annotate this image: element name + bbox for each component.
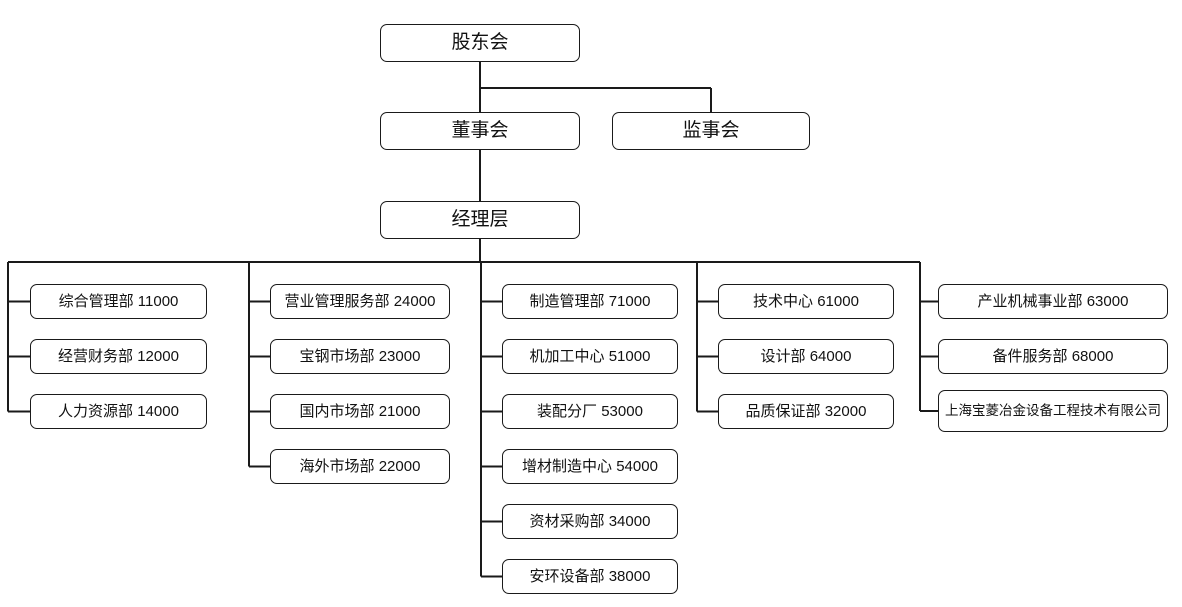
node-department-col-sales-2[interactable]: 国内市场部 21000 <box>270 394 450 429</box>
node-department-col-business-2[interactable]: 上海宝菱冶金设备工程技术有限公司 <box>938 390 1168 432</box>
node-label: 监事会 <box>682 119 740 141</box>
node-label: 资材采购部 34000 <box>529 512 651 530</box>
node-department-col-admin-1[interactable]: 经营财务部 12000 <box>30 339 207 374</box>
node-label: 机加工中心 51000 <box>529 347 651 365</box>
node-department-col-technology-1[interactable]: 设计部 64000 <box>718 339 894 374</box>
node-supervisors[interactable]: 监事会 <box>612 112 810 150</box>
node-label: 海外市场部 22000 <box>299 457 421 475</box>
node-label: 经营财务部 12000 <box>58 347 179 365</box>
node-department-col-sales-1[interactable]: 宝钢市场部 23000 <box>270 339 450 374</box>
node-label: 宝钢市场部 23000 <box>299 347 421 365</box>
node-label: 营业管理服务部 24000 <box>284 292 436 310</box>
node-label: 品质保证部 32000 <box>745 402 867 420</box>
node-label: 人力资源部 14000 <box>58 402 179 420</box>
node-label: 综合管理部 11000 <box>58 292 179 310</box>
node-department-col-manufacturing-5[interactable]: 安环设备部 38000 <box>502 559 678 594</box>
node-label: 装配分厂 53000 <box>537 402 643 420</box>
node-label: 备件服务部 68000 <box>992 347 1114 365</box>
node-department-col-manufacturing-1[interactable]: 机加工中心 51000 <box>502 339 678 374</box>
node-label: 设计部 64000 <box>760 347 852 365</box>
node-label: 技术中心 61000 <box>753 292 859 310</box>
node-department-col-sales-3[interactable]: 海外市场部 22000 <box>270 449 450 484</box>
node-label: 上海宝菱冶金设备工程技术有限公司 <box>945 402 1161 418</box>
node-label: 国内市场部 21000 <box>299 402 421 420</box>
node-board[interactable]: 董事会 <box>380 112 580 150</box>
node-label: 股东会 <box>451 31 509 53</box>
node-department-col-business-1[interactable]: 备件服务部 68000 <box>938 339 1168 374</box>
node-department-col-admin-2[interactable]: 人力资源部 14000 <box>30 394 207 429</box>
node-shareholders[interactable]: 股东会 <box>380 24 580 62</box>
node-department-col-manufacturing-0[interactable]: 制造管理部 71000 <box>502 284 678 319</box>
node-department-col-manufacturing-4[interactable]: 资材采购部 34000 <box>502 504 678 539</box>
node-department-col-manufacturing-3[interactable]: 增材制造中心 54000 <box>502 449 678 484</box>
node-department-col-manufacturing-2[interactable]: 装配分厂 53000 <box>502 394 678 429</box>
node-department-col-technology-2[interactable]: 品质保证部 32000 <box>718 394 894 429</box>
node-department-col-admin-0[interactable]: 综合管理部 11000 <box>30 284 207 319</box>
node-label: 制造管理部 71000 <box>529 292 651 310</box>
node-department-col-business-0[interactable]: 产业机械事业部 63000 <box>938 284 1168 319</box>
node-label: 经理层 <box>451 208 509 230</box>
node-department-col-technology-0[interactable]: 技术中心 61000 <box>718 284 894 319</box>
node-label: 董事会 <box>451 119 509 141</box>
node-label: 产业机械事业部 63000 <box>977 292 1129 310</box>
node-management[interactable]: 经理层 <box>380 201 580 239</box>
node-department-col-sales-0[interactable]: 营业管理服务部 24000 <box>270 284 450 319</box>
node-label: 增材制造中心 54000 <box>522 457 658 475</box>
node-label: 安环设备部 38000 <box>529 567 651 585</box>
